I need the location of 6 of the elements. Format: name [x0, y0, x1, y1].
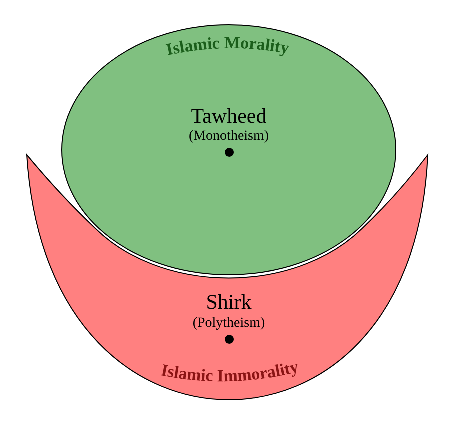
concept-subtitle: (Polytheism) — [192, 316, 266, 332]
region-heading: Islamic Immorality — [160, 357, 300, 386]
concept-title: Shirk — [206, 290, 252, 314]
concept-subtitle: (Monotheism) — [188, 129, 270, 145]
region-heading: Islamic Morality — [164, 33, 291, 60]
concept-title: Tawheed — [191, 104, 267, 128]
